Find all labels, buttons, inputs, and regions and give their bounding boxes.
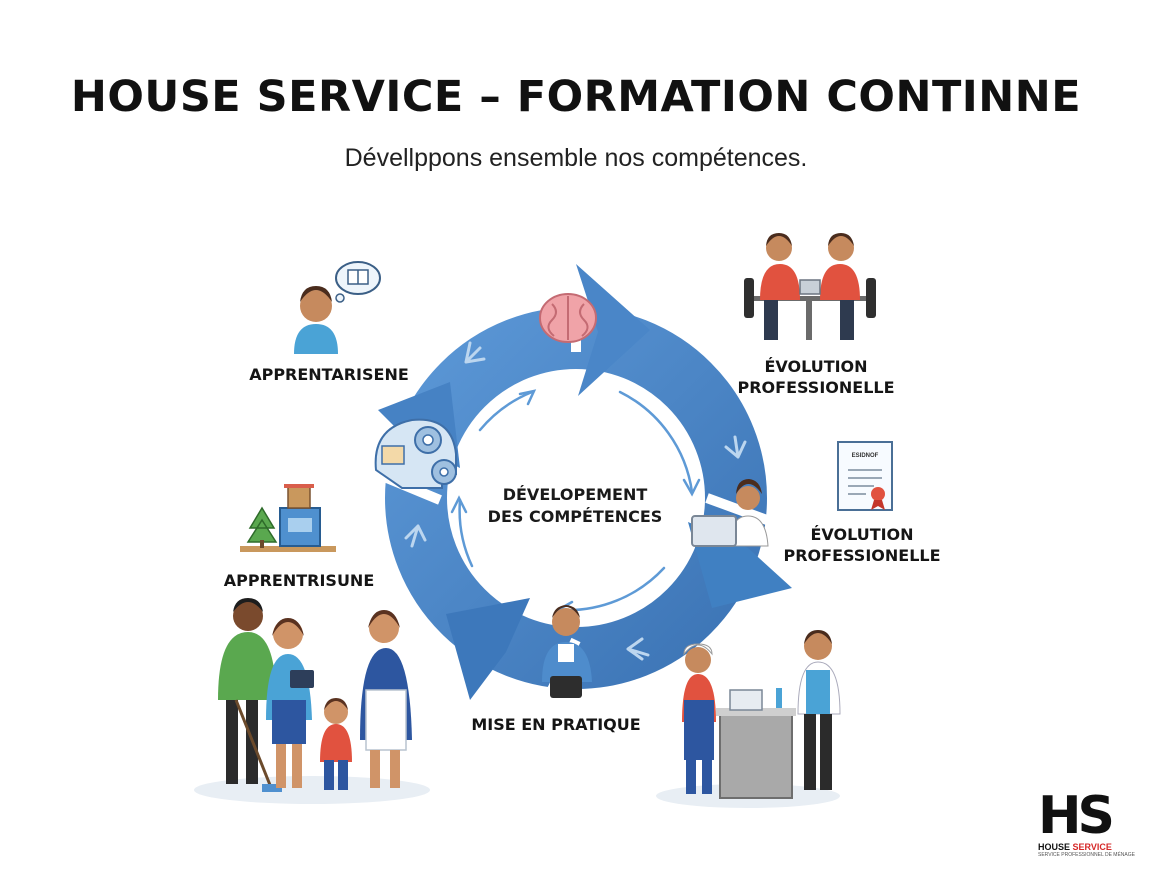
label-evolution-right-line1: ÉVOLUTION — [810, 525, 914, 544]
colleagues-meeting-icon — [744, 233, 876, 340]
brain-icon — [539, 293, 597, 343]
page-subtitle: Dévellppons ensemble nos compétences. — [344, 144, 808, 172]
cycle-center-line2: DES COMPÉTENCES — [487, 507, 663, 526]
certificate-heading: ESIDNOF — [852, 453, 879, 459]
label-evolution-right: ÉVOLUTION PROFESSIONELLE — [762, 524, 962, 566]
page-title: HOUSE SERVICE – FORMATION CONTINNE — [70, 72, 1082, 122]
label-apprentarisene: APPRENTARISENE — [249, 365, 409, 384]
logo-wordmark: HOUSE SERVICE — [1038, 842, 1128, 852]
label-evolution-top-line2: PROFESSIONELLE — [737, 378, 895, 397]
worker-tablet-icon — [542, 605, 592, 698]
logo-letters: HS — [1038, 786, 1115, 846]
label-evolution-top: ÉVOLUTION PROFESSIONELLE — [716, 356, 916, 398]
label-mise-en-pratique: MISE EN PRATIQUE — [471, 715, 641, 734]
logo-word-service: SERVICE — [1072, 842, 1112, 852]
cycle-arrowhead-top — [576, 264, 650, 396]
certificate-icon — [837, 441, 893, 511]
gears-head-icon — [374, 418, 457, 489]
logo-word-house: HOUSE — [1038, 842, 1071, 852]
house-building-icon — [240, 484, 336, 552]
cycle-center-line1: DÉVELOPEMENT — [502, 485, 648, 504]
learner-thinking-icon — [294, 261, 381, 354]
laptop-woman-icon — [691, 479, 769, 547]
family-group-icon — [194, 598, 430, 804]
label-evolution-right-line2: PROFESSIONELLE — [783, 546, 941, 565]
label-apprentrisune: APPRENTRISUNE — [223, 571, 375, 590]
label-evolution-top-line1: ÉVOLUTION — [764, 357, 868, 376]
workers-counter-icon — [656, 630, 841, 808]
house-service-logo: HS HOUSE SERVICE SERVICE PROFESSIONNEL D… — [1038, 786, 1135, 862]
ring-chevrons — [404, 341, 747, 661]
cycle-arrowhead-bottom — [446, 598, 530, 700]
logo-tagline: SERVICE PROFESSIONNEL DE MÉNAGE — [1038, 852, 1135, 858]
cycle-center-label: DÉVELOPEMENT DES COMPÉTENCES — [470, 484, 680, 528]
